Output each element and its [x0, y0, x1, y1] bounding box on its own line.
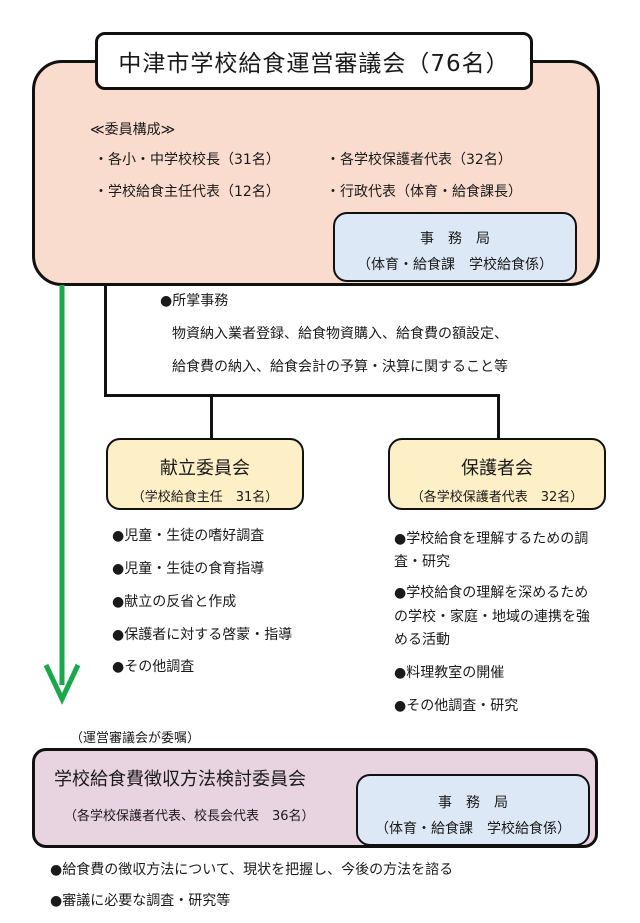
exam-committee-name: 学校給食費徴収方法検討委員会 — [54, 769, 306, 790]
menu-committee-box: 献立委員会 （学校給食主任 31名） — [106, 438, 304, 510]
connector-to-menu-committee — [210, 394, 213, 440]
delegation-arrow-icon — [43, 285, 81, 705]
menu-item: ●児童・生徒の嗜好調査 — [112, 528, 265, 544]
connector-to-parents-committee — [497, 394, 500, 440]
member-principals: ・各小・中学校校長（31名） — [94, 152, 280, 168]
member-administration: ・行政代表（体育・給食課長） — [326, 184, 522, 200]
duties-line: 給食費の納入、給食会計の予算・決算に関すること等 — [172, 359, 508, 375]
parents-item: ●その他調査・研究 — [394, 698, 519, 714]
menu-committee-name: 献立委員会 — [160, 458, 250, 479]
member-lunch-chiefs: ・学校給食主任代表（12名） — [94, 184, 280, 200]
parents-item-cont: める活動 — [394, 632, 450, 648]
council-title: 中津市学校給食運営審議会（76名） — [95, 32, 533, 90]
member-parents: ・各学校保護者代表（32名） — [326, 152, 512, 168]
office-label: 事 務 局 — [438, 795, 508, 811]
connector-horizontal — [104, 394, 500, 397]
duties-line: 物資納入業者登録、給食物資購入、給食費の額設定、 — [172, 326, 508, 342]
parents-item-cont: の学校・家庭・地域の連携を強 — [394, 609, 590, 625]
office-detail: （体育・給食課 学校給食係） — [357, 257, 553, 273]
menu-item: ●その他調査 — [112, 659, 195, 675]
connector-vertical-left — [104, 286, 107, 396]
menu-item: ●児童・生徒の食育指導 — [112, 561, 265, 577]
menu-committee-sub: （学校給食主任 31名） — [131, 490, 279, 505]
council-title-text: 中津市学校給食運営審議会（76名） — [118, 51, 510, 77]
office-detail: （体育・給食課 学校給食係） — [375, 821, 571, 837]
exam-committee-sub: （各学校保護者代表、校長会代表 36名） — [64, 809, 315, 824]
parents-committee-box: 保護者会 （各学校保護者代表 32名） — [388, 438, 606, 510]
bottom-item: ●審議に必要な調査・研究等 — [50, 893, 231, 909]
parents-item: ●学校給食を理解するための調 — [394, 531, 589, 547]
duties-heading: ●所掌事務 — [160, 293, 229, 309]
menu-item: ●保護者に対する啓蒙・指導 — [112, 627, 293, 643]
parents-item: ●料理教室の開催 — [394, 665, 505, 681]
parents-item-cont: 査・研究 — [394, 554, 450, 570]
office-label: 事 務 局 — [420, 231, 490, 247]
menu-item: ●献立の反省と作成 — [112, 594, 237, 610]
composition-heading: ≪委員構成≫ — [90, 122, 176, 138]
office-box-bottom: 事 務 局 （体育・給食課 学校給食係） — [356, 774, 590, 846]
parents-item: ●学校給食の理解を深めるため — [394, 585, 589, 601]
parents-committee-name: 保護者会 — [461, 458, 533, 479]
office-box-top: 事 務 局 （体育・給食課 学校給食係） — [333, 212, 577, 282]
bottom-item: ●給食費の徴収方法について、現状を把握し、今後の方法を諮る — [50, 862, 454, 878]
parents-committee-sub: （各学校保護者代表 32名） — [410, 490, 584, 505]
delegation-note: （運営審議会が委嘱） — [70, 731, 201, 746]
